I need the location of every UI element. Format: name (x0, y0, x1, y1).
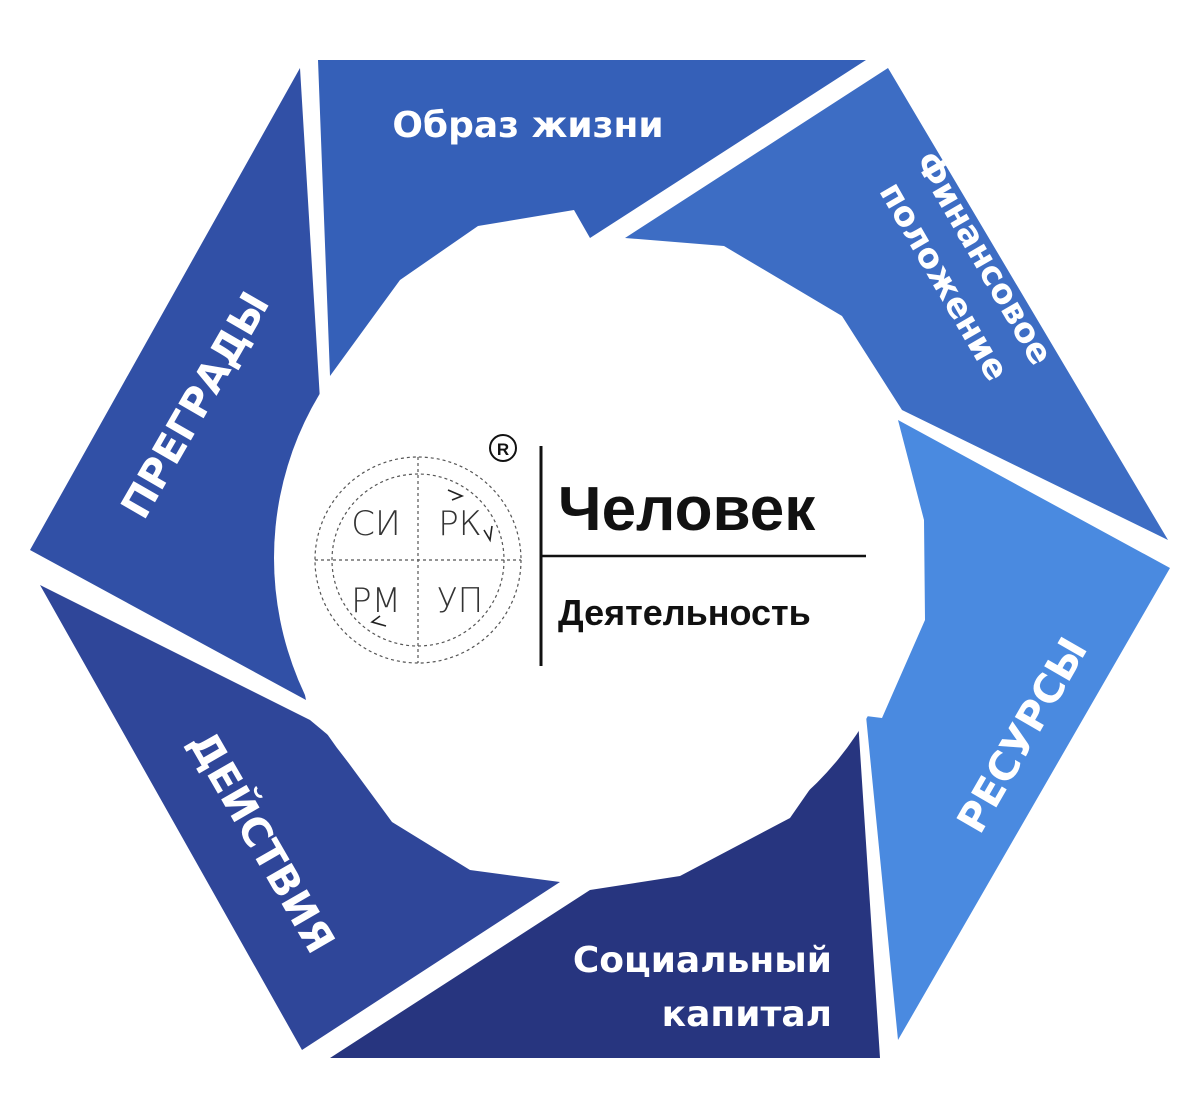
center-subtitle: Деятельность (558, 592, 811, 633)
registered-mark: R (497, 440, 509, 459)
logo-q4: УП (437, 581, 483, 621)
segment-financial (625, 68, 1168, 540)
logo-q1: СИ (351, 504, 400, 544)
segment-lifestyle (318, 60, 866, 376)
sirk-logo: СИ РК РМ УП R (314, 434, 522, 664)
segment-actions (40, 585, 560, 1050)
logo-q2: РК (438, 504, 481, 544)
logo-q3: РМ (351, 581, 401, 621)
center-circle (274, 240, 910, 876)
label-lifestyle: Образ жизни (392, 105, 663, 146)
arrow-icon (447, 489, 465, 501)
registered-icon (489, 434, 517, 462)
arrow-icon (483, 525, 493, 543)
label-social-line1: Социальный (573, 940, 832, 981)
label-social-line2: капитал (662, 994, 832, 1035)
segment-social-capital (330, 720, 880, 1058)
segment-barriers (30, 68, 320, 700)
center-title: Человек (558, 475, 816, 544)
arrow-icon (370, 615, 387, 627)
segment-resources (866, 420, 1170, 1040)
